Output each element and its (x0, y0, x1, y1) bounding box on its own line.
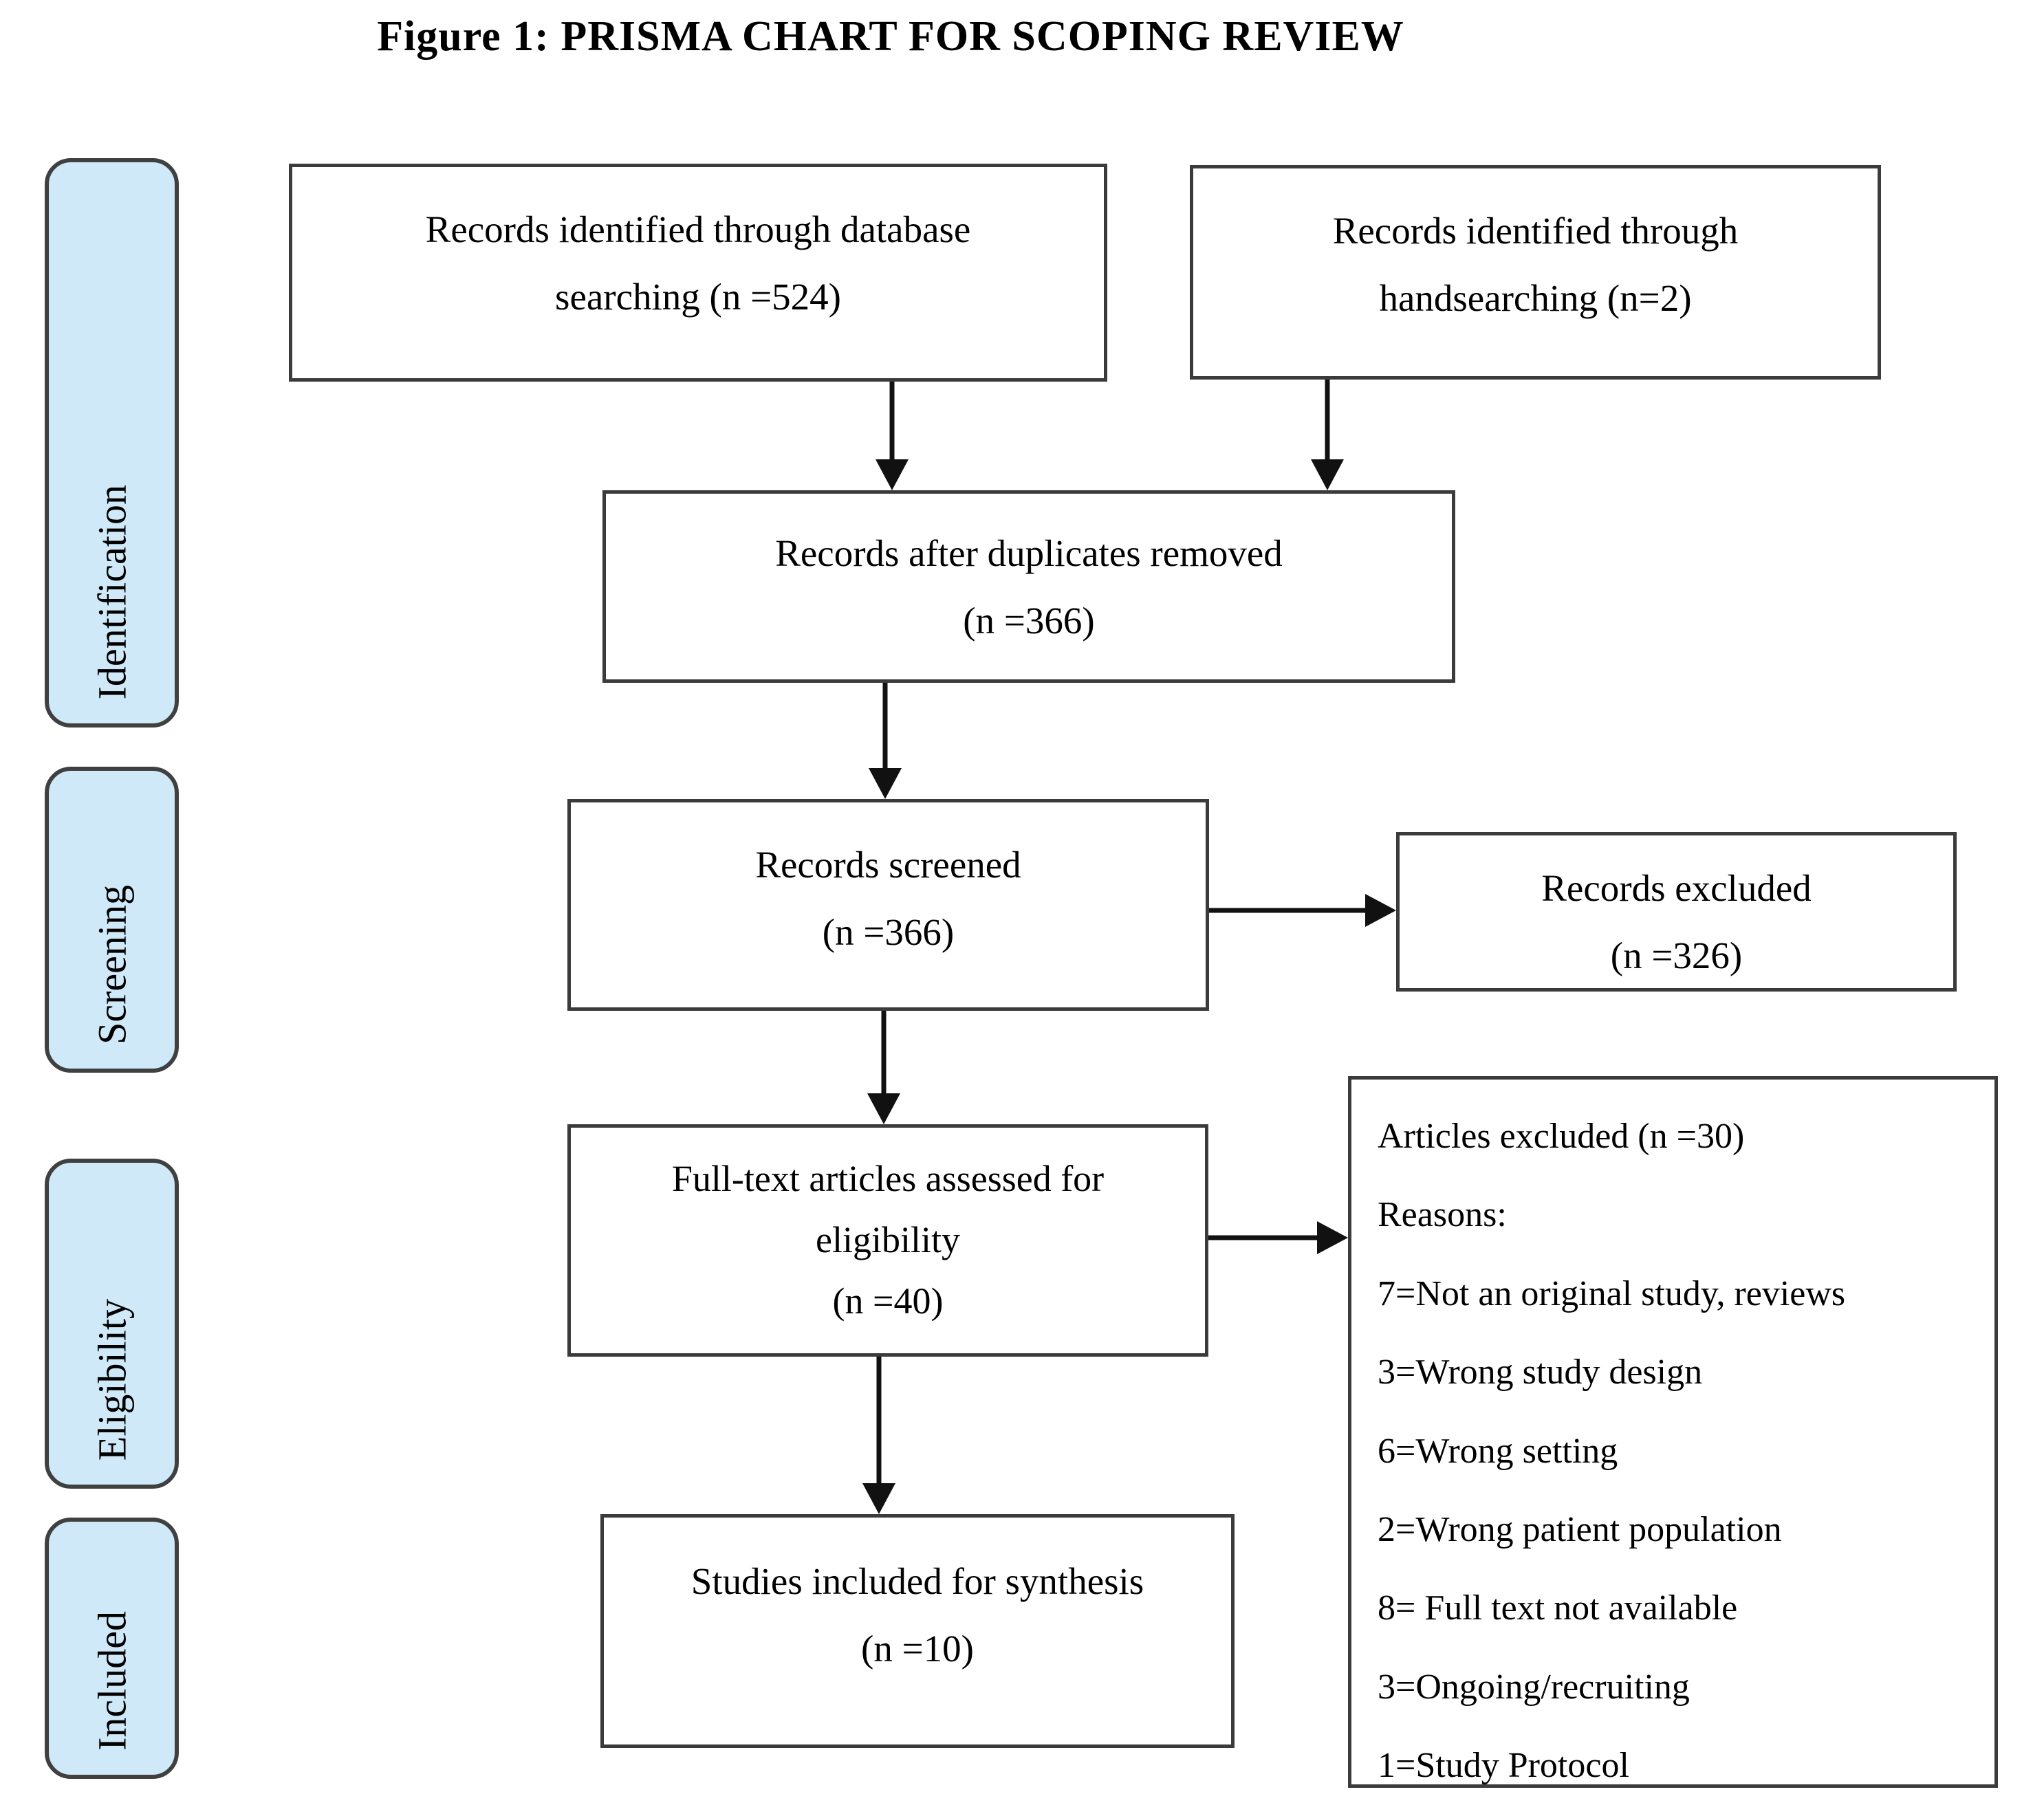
box-duplicates-removed-line1: Records after duplicates removed (775, 532, 1283, 574)
arrow-fulltext-to-included (862, 1357, 895, 1514)
exclusion-reason: 3=Ongoing/recruiting (1378, 1667, 1690, 1707)
box-articles-excluded-reasons-label: Reasons: (1378, 1195, 1507, 1235)
box-records-database-line2: searching (n =524) (555, 275, 841, 318)
stage-eligibility: Eligibility (45, 1159, 179, 1489)
box-records-screened-line2: (n =366) (822, 910, 955, 953)
box-records-database: Records identified through database sear… (289, 164, 1107, 382)
box-fulltext-assessed-line3: (n =40) (832, 1280, 944, 1322)
box-studies-included-line1: Studies included for synthesis (691, 1560, 1144, 1602)
box-records-database-line1: Records identified through database (425, 208, 971, 250)
box-records-handsearch-line1: Records identified through (1332, 210, 1739, 252)
figure-title: Figure 1: PRISMA CHART FOR SCOPING REVIE… (377, 13, 1404, 60)
box-articles-excluded-title: Articles excluded (n =30) (1378, 1117, 1745, 1156)
box-records-excluded-line1: Records excluded (1541, 867, 1812, 909)
box-records-screened-line1: Records screened (755, 844, 1021, 886)
arrow-screened-to-fulltext (867, 1011, 900, 1124)
box-records-handsearch: Records identified through handsearching… (1190, 165, 1881, 380)
box-studies-included-line2: (n =10) (861, 1627, 974, 1670)
box-records-handsearch-line2: handsearching (n=2) (1379, 276, 1692, 319)
arrow-fulltext-to-articles-excluded (1208, 1221, 1348, 1254)
box-fulltext-assessed-line1: Full-text articles assessed for (671, 1158, 1105, 1199)
box-records-screened: Records screened (n =366) (567, 799, 1209, 1011)
box-fulltext-assessed: Full-text articles assessed for eligibil… (567, 1124, 1208, 1357)
box-records-excluded-line2: (n =326) (1610, 934, 1743, 976)
box-fulltext-assessed-line2: eligibility (816, 1219, 960, 1261)
stage-screening: Screening (45, 767, 179, 1073)
exclusion-reason: 2=Wrong patient population (1378, 1509, 1782, 1549)
arrow-handsearch-to-duplicates (1311, 380, 1344, 490)
box-records-excluded: Records excluded (n =326) (1396, 832, 1957, 992)
arrow-screened-to-records-excluded (1209, 894, 1396, 927)
exclusion-reason: 3=Wrong study design (1378, 1353, 1703, 1392)
exclusion-reason: 8= Full text not available (1378, 1588, 1738, 1628)
exclusion-reason: 1=Study Protocol (1378, 1746, 1629, 1786)
box-studies-included: Studies included for synthesis (n =10) (600, 1514, 1235, 1748)
stage-included: Included (45, 1518, 179, 1779)
box-duplicates-removed-line2: (n =366) (963, 599, 1095, 642)
stage-identification: Identification (45, 158, 179, 728)
box-duplicates-removed: Records after duplicates removed (n =366… (602, 490, 1455, 683)
arrow-database-to-duplicates (876, 382, 909, 490)
arrow-duplicates-to-screened (869, 683, 902, 799)
exclusion-reason: 6=Wrong setting (1378, 1431, 1618, 1471)
box-articles-excluded: Articles excluded (n =30) Reasons: 7=Not… (1348, 1076, 1998, 1788)
exclusion-reason: 7=Not an original study, reviews (1378, 1273, 1846, 1313)
